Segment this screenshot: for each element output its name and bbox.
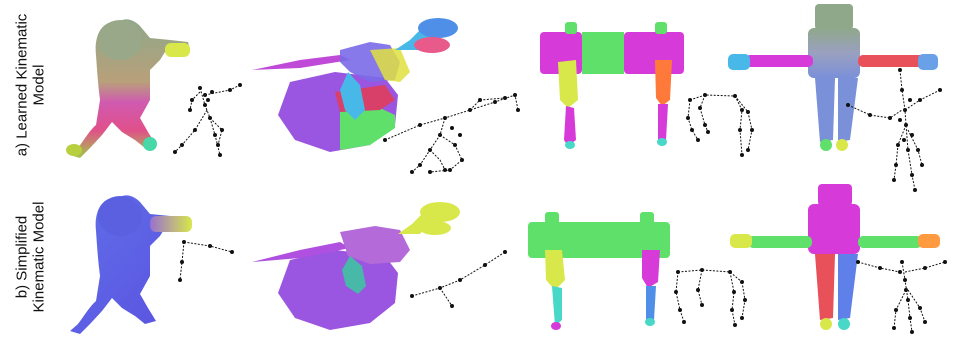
humanoid-b-torso [808,204,860,254]
skeleton-graph-trex-b [410,250,507,308]
trex-a-ground-segment-green [340,108,395,150]
astronaut-a-hand [165,43,190,57]
skeleton-graph-astronaut-a [173,83,242,157]
astronaut-b-backpack [98,196,142,236]
humanoid-b-hand-right [918,234,940,248]
humanoid-b-foot-right [838,318,850,330]
humanoid-a-hand-left [728,54,750,70]
astronaut-a-backpack [98,20,142,60]
quad-a-foot-left [565,141,575,149]
skeleton-graph-quadruped-b [674,268,747,327]
humanoid-a-foot-left [820,139,832,151]
quad-a-foot-right [657,138,667,146]
quadruped-robot-mesh-simplified [528,212,670,330]
quad-a-leg-left-lower [564,106,576,146]
astronaut-a-boot-right [143,137,157,151]
skeleton-graph-astronaut-b [178,240,234,282]
astronaut-mesh-simplified [70,195,192,334]
quad-a-hip-left [565,22,577,34]
trex-mesh-learned [252,18,458,152]
humanoid-a-arm-right [858,55,926,67]
quad-b-leg-right-lower [646,286,656,322]
skeleton-graph-quadruped-a [686,93,754,157]
trex-a-tail [252,55,350,70]
astronaut-b-arm [150,216,192,232]
quad-a-leg-right-upper [655,60,672,106]
quad-a-leg-left-upper [558,60,578,108]
astronaut-a-boot-left [66,144,82,156]
humanoid-b-hand-left [730,234,752,248]
humanoid-robot-mesh-learned [728,4,938,151]
humanoid-b-leg-left [815,254,835,320]
skeleton-graph-humanoid-a [846,68,942,192]
skeleton-graph-trex-a [383,93,520,174]
humanoid-a-torso [808,28,860,78]
quad-b-leg-left-upper [545,250,565,290]
quad-a-body-mid [582,32,624,74]
quad-b-foot-left [551,322,561,330]
trex-a-jaw [414,37,450,53]
humanoid-a-head [815,4,853,30]
astronaut-mesh-learned [66,19,190,158]
humanoid-a-legs [815,78,858,142]
humanoid-a-arm-left [745,55,813,67]
humanoid-b-arm-right [858,236,922,248]
trex-mesh-simplified [252,202,460,330]
humanoid-b-arm-left [748,236,812,248]
humanoid-a-foot-right [836,139,848,151]
quadruped-robot-mesh-learned [540,22,684,149]
humanoid-b-foot-left [820,318,832,330]
trex-b-skull [420,202,460,222]
quad-a-leg-right-lower [658,104,668,142]
quad-b-leg-right-upper [642,250,660,288]
skeleton-graph-humanoid-b [856,260,947,334]
humanoid-b-leg-right [838,254,858,320]
quad-a-body-right [624,32,684,74]
trex-b-jaw [419,221,451,235]
humanoid-b-head [818,184,852,206]
quad-b-foot-right [645,318,655,326]
quad-b-leg-left-lower [552,286,562,326]
quad-a-hip-right [655,22,667,34]
trex-a-skull [418,18,458,38]
humanoid-a-hand-right [918,54,938,70]
